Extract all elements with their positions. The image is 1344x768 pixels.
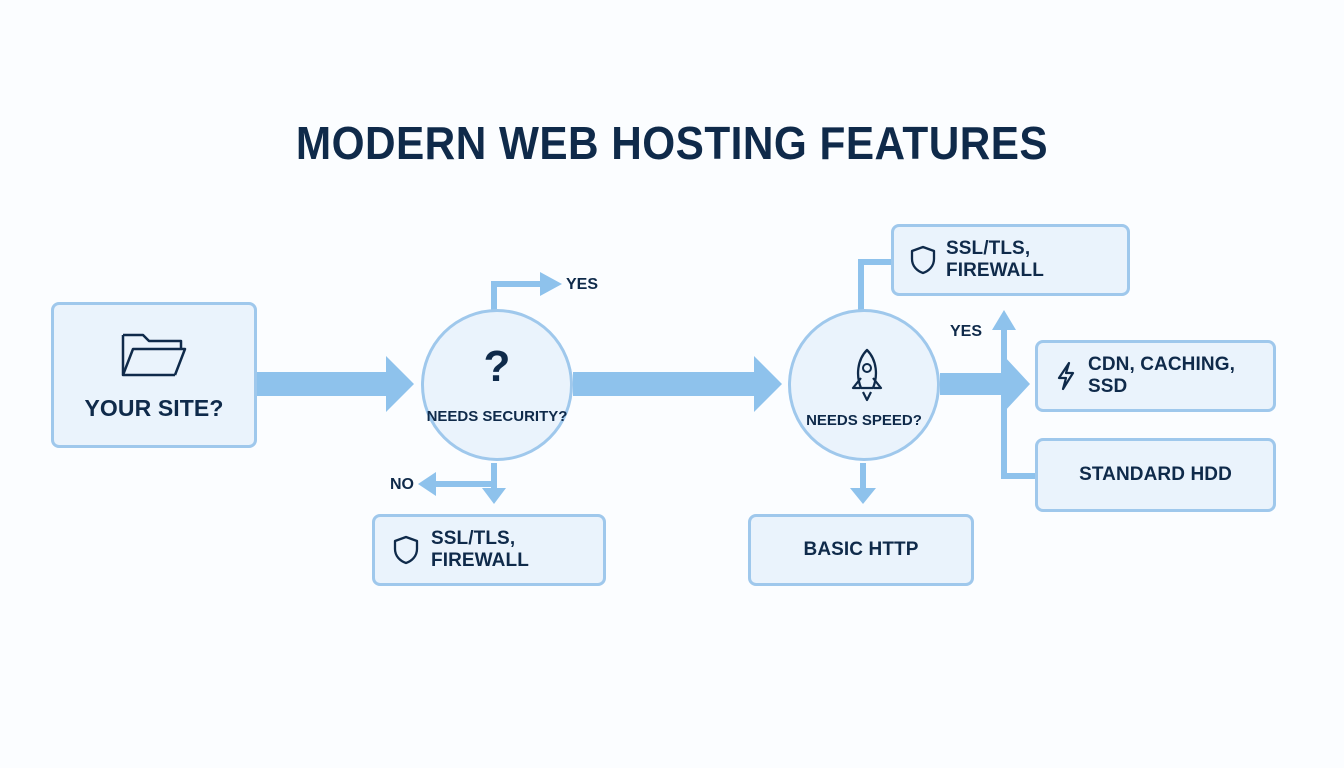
node-basic-http-label: BASIC HTTP <box>803 539 919 560</box>
node-standard-hdd-label: STANDARD HDD <box>1079 464 1232 485</box>
arrowhead-speed-down <box>850 488 876 504</box>
lightning-icon <box>1056 361 1076 391</box>
edge-label-security-yes: YES <box>566 276 599 293</box>
shield-icon <box>910 245 936 275</box>
question-mark: ? <box>483 342 511 391</box>
node-cdn-caching-ssd: CDN, CACHING, SSD <box>1035 340 1276 412</box>
node-standard-hdd: STANDARD HDD <box>1035 438 1276 512</box>
node-needs-speed: NEEDS SPEED? <box>788 309 940 461</box>
node-ssl-firewall-top-label: SSL/TLS, FIREWALL <box>946 238 1044 281</box>
edge-label-speed-yes: YES <box>950 323 983 340</box>
arrowhead-security-yes <box>540 272 562 296</box>
node-needs-security: ? NEEDS SECURITY? <box>421 309 573 461</box>
node-your-site-label: YOUR SITE? <box>84 394 224 421</box>
node-needs-speed-label: NEEDS SPEED? <box>806 412 922 429</box>
node-your-site: YOUR SITE? <box>51 302 257 448</box>
node-cdn-caching-ssd-label: CDN, CACHING, SSD <box>1088 354 1235 397</box>
arrow-site-to-security <box>256 356 414 412</box>
arrow-speed-to-cdn <box>940 356 1030 412</box>
edge-label-security-no: NO <box>390 476 414 493</box>
arrow-security-to-speed <box>573 356 782 412</box>
node-needs-security-label: NEEDS SECURITY? <box>426 408 568 425</box>
shield-icon <box>393 535 419 565</box>
arrowhead-speed-yes-up <box>992 310 1016 330</box>
node-basic-http: BASIC HTTP <box>748 514 974 586</box>
node-ssl-firewall-top: SSL/TLS, FIREWALL <box>891 224 1130 296</box>
line-security-yes <box>491 281 542 310</box>
folder-icon <box>119 329 189 381</box>
page-title: MODERN WEB HOSTING FEATURES <box>295 117 1049 169</box>
rocket-icon <box>847 346 887 404</box>
arrowhead-security-no <box>418 472 436 496</box>
arrowhead-security-down <box>482 488 506 504</box>
line-speed-up <box>858 259 892 310</box>
line-right-spine <box>1001 330 1036 479</box>
node-ssl-firewall-bottom: SSL/TLS, FIREWALL <box>372 514 606 586</box>
node-ssl-firewall-bottom-label: SSL/TLS, FIREWALL <box>431 528 529 571</box>
